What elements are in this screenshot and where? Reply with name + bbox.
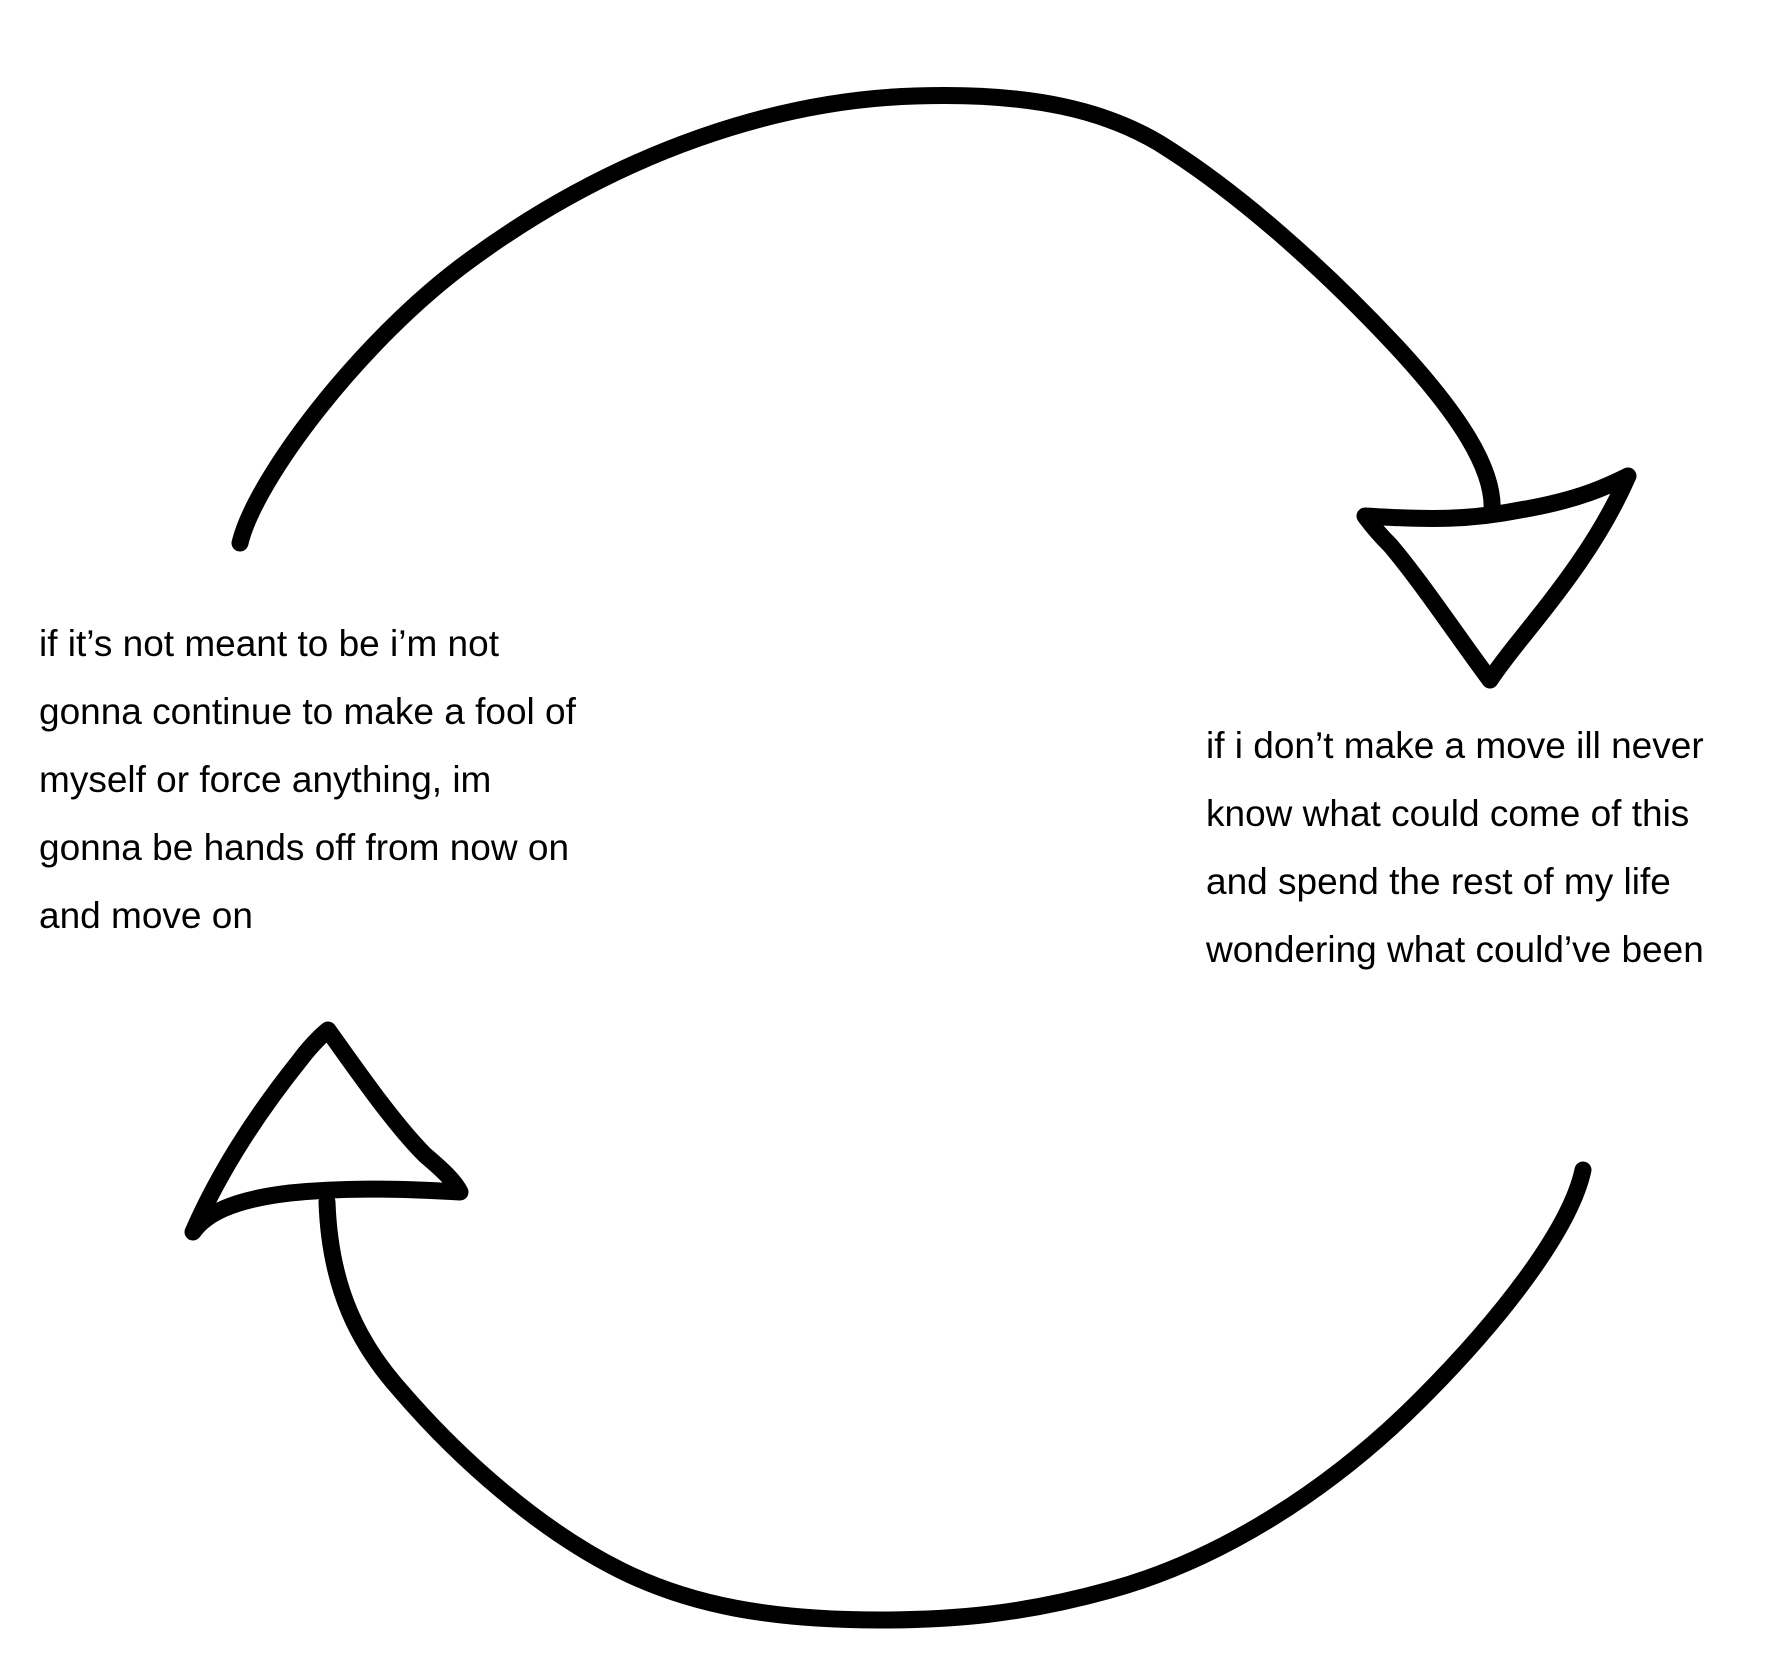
right-thought-line: know what could come of this — [1206, 793, 1690, 834]
right-thought-line: if i don’t make a move ill never — [1206, 725, 1704, 766]
left-thought-text: if it’s not meant to be i’m not gonna co… — [39, 610, 576, 950]
bottom-arc — [318, 1161, 1592, 1629]
right-thought-text: if i don’t make a move ill never know wh… — [1206, 712, 1704, 984]
right-thought-line: and spend the rest of my life — [1206, 861, 1671, 902]
top-arc — [231, 87, 1501, 552]
left-thought-line: and move on — [39, 895, 253, 936]
right-thought-line: wondering what could’ve been — [1206, 929, 1704, 970]
left-thought-line: gonna continue to make a fool of — [39, 691, 576, 732]
left-thought-line: gonna be hands off from now on — [39, 827, 570, 868]
top-arrowhead — [1356, 467, 1637, 689]
left-thought-line: myself or force anything, im — [39, 759, 492, 800]
left-thought-line: if it’s not meant to be i’m not — [39, 623, 499, 664]
bottom-arrowhead — [184, 1021, 469, 1241]
